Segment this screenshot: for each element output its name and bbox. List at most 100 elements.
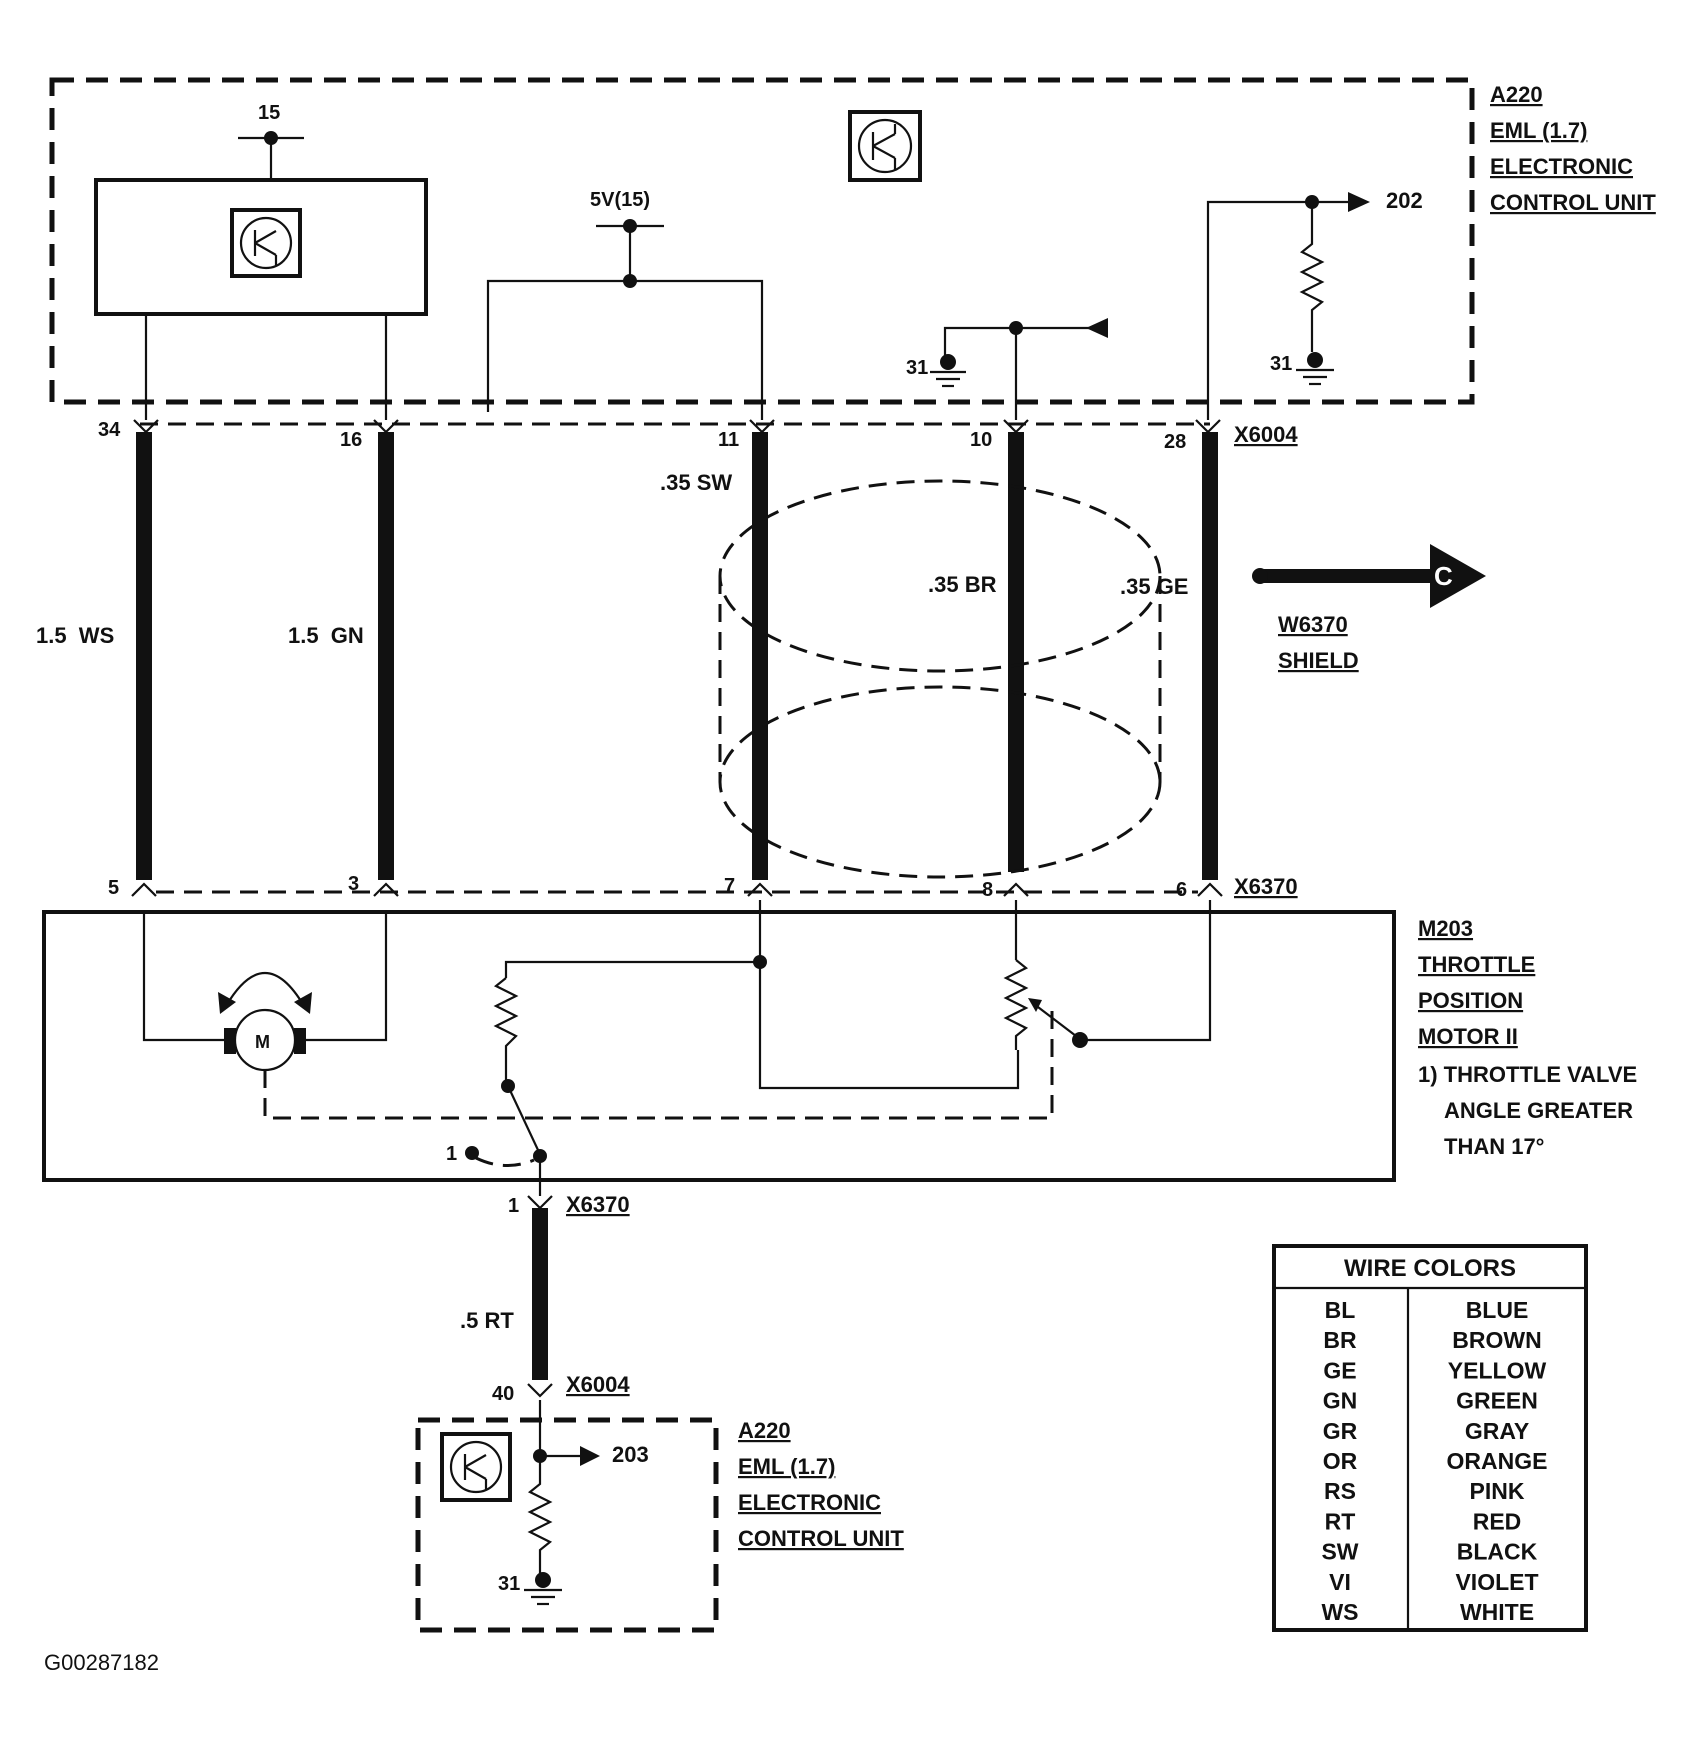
legend-color: BLUE: [1466, 1297, 1529, 1323]
pin-bottom-4: 8: [982, 879, 993, 901]
legend-color: PINK: [1470, 1478, 1525, 1504]
legend-code: VI: [1329, 1569, 1351, 1595]
wire-label-ws: 1.5 WS: [36, 623, 114, 648]
legend-code: GN: [1323, 1388, 1358, 1414]
wire-label-br: .35 BR: [928, 572, 997, 597]
shield-connector-arrow-icon: [1430, 544, 1486, 608]
motor-line4: MOTOR II: [1418, 1024, 1518, 1049]
pin-top-1: 34: [98, 419, 121, 441]
junction-dot: [264, 131, 278, 145]
diagram-id: G00287182: [44, 1650, 159, 1675]
ground-bottom-label: 31: [498, 1573, 520, 1595]
junction-dot: [1009, 321, 1023, 335]
resistor-icon: [527, 1456, 553, 1574]
pin-bottom-2: 3: [348, 873, 359, 895]
ecu-top-name: A220: [1490, 82, 1543, 107]
resistor-icon: [1299, 202, 1325, 352]
shield-name-label: W6370: [1278, 612, 1348, 637]
ground-icon: [1296, 368, 1334, 386]
ecu-bottom-line3: ELECTRONIC: [738, 1490, 881, 1515]
motor-note3: THAN 17°: [1444, 1134, 1544, 1159]
switch-mark-label: 1: [446, 1143, 457, 1165]
pin-top-5: 28: [1164, 431, 1186, 453]
output-203-label: 203: [612, 1442, 649, 1467]
output-202-label: 202: [1386, 188, 1423, 213]
pin-top-3: 11: [718, 429, 739, 451]
pin-bottom-1: 5: [108, 877, 119, 899]
resistor-icon: [493, 977, 519, 1086]
motor-label: M203 THROTTLE POSITION MOTOR II 1) THROT…: [1418, 916, 1637, 1159]
pin-bottom-5: 6: [1176, 879, 1187, 901]
wire-label-gn: 1.5 GN: [288, 623, 364, 648]
pin-top-4: 10: [970, 429, 992, 451]
legend-code: BR: [1323, 1327, 1357, 1353]
wire-label-ge: .35 GE: [1120, 574, 1188, 599]
supply-5v-label: 5V(15): [590, 189, 650, 211]
ecu-bottom-box: [415, 1417, 719, 1633]
legend-code: GR: [1323, 1418, 1358, 1444]
motor-line3: POSITION: [1418, 988, 1523, 1013]
shield: [718, 479, 1162, 879]
legend-code: GE: [1323, 1357, 1356, 1383]
legend-color: ORANGE: [1447, 1448, 1548, 1474]
ground-b-label: 31: [1270, 353, 1292, 375]
lower-pin-motor: 1: [508, 1195, 519, 1217]
connector-bottom-label: X6370: [1234, 874, 1298, 899]
pin-top-2: 16: [340, 429, 362, 451]
rotation-arrow-icon: [225, 971, 305, 1007]
top-pins: [133, 419, 1221, 434]
motor-symbol: M: [255, 1032, 270, 1052]
legend-color: BLACK: [1457, 1539, 1538, 1565]
legend-color: GREEN: [1456, 1388, 1538, 1414]
transistor-icon: [230, 208, 302, 278]
bottom-pins: [131, 882, 1223, 897]
legend-color: BROWN: [1452, 1327, 1541, 1353]
shield-line2-label: SHIELD: [1278, 648, 1359, 673]
transistor-icon: [848, 110, 922, 182]
motor-line2: THROTTLE: [1418, 952, 1535, 977]
arrow-icon: [1348, 192, 1370, 212]
ground-a-label: 31: [906, 357, 928, 379]
junction-dot: [623, 219, 637, 233]
legend-code: OR: [1323, 1448, 1358, 1474]
legend-color: YELLOW: [1448, 1357, 1547, 1383]
legend-code: RS: [1324, 1478, 1356, 1504]
legend-color: WHITE: [1460, 1599, 1534, 1625]
connector-top-label: X6004: [1234, 422, 1298, 447]
shield-ref-label: C: [1434, 561, 1453, 591]
legend-title: WIRE COLORS: [1344, 1255, 1516, 1282]
motor-note2: ANGLE GREATER: [1444, 1098, 1633, 1123]
ecu-bottom-line2: EML (1.7): [738, 1454, 835, 1479]
legend-code: SW: [1321, 1539, 1358, 1565]
transistor-icon: [440, 1432, 512, 1502]
ecu-bottom-name: A220: [738, 1418, 791, 1443]
ground-icon: [930, 370, 966, 388]
wire-label-sw: .35 SW: [660, 470, 732, 495]
ground-icon: [524, 1588, 562, 1606]
lower-connector-motor: X6370: [566, 1192, 630, 1217]
arrow-icon: [1086, 318, 1108, 338]
pin-bottom-3: 7: [724, 875, 735, 897]
motor-note1: 1) THROTTLE VALVE: [1418, 1062, 1637, 1087]
lower-pin-ecu: 40: [492, 1383, 514, 1405]
legend-color: GRAY: [1465, 1418, 1529, 1444]
ecu-top-line2: EML (1.7): [1490, 118, 1587, 143]
driver-box: [94, 178, 428, 316]
ecu-top-line4: CONTROL UNIT: [1490, 190, 1656, 215]
ecu-bottom-label: A220 EML (1.7) ELECTRONIC CONTROL UNIT: [738, 1418, 904, 1551]
potentiometer-icon: [1003, 959, 1029, 1050]
ecu-top-label: A220 EML (1.7) ELECTRONIC CONTROL UNIT: [1490, 82, 1656, 215]
legend-color: VIOLET: [1455, 1569, 1538, 1595]
supply-15-label: 15: [258, 102, 280, 124]
motor-icon: M: [224, 1008, 306, 1072]
legend-code: WS: [1321, 1599, 1358, 1625]
motor-name: M203: [1418, 916, 1473, 941]
arrow-icon: [580, 1446, 600, 1466]
legend-code: BL: [1325, 1297, 1356, 1323]
wire-label-rt: .5 RT: [460, 1308, 514, 1333]
ecu-bottom-line4: CONTROL UNIT: [738, 1526, 904, 1551]
motor-box: [42, 910, 1396, 1182]
wire-colors-legend: WIRE COLORS BL BLUE BR BROWN GE YELLOW GN GREEN…: [1272, 1244, 1588, 1632]
lower-connector-ecu: X6004: [566, 1372, 630, 1397]
